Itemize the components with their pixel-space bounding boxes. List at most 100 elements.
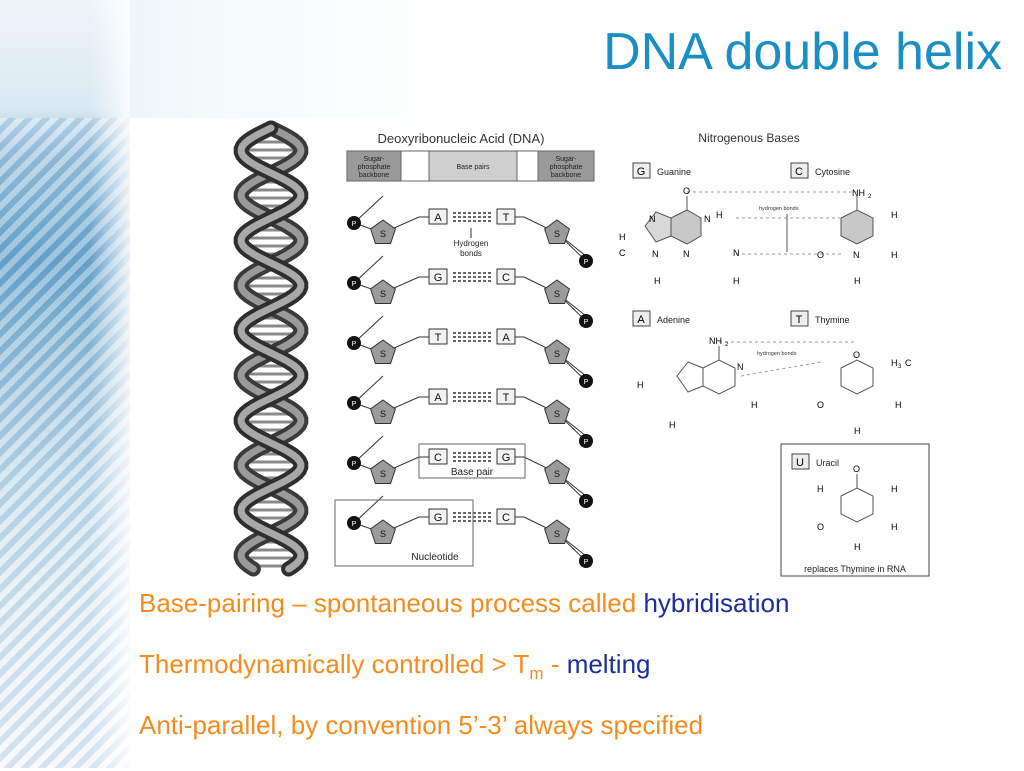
base-pairs-label: Base pairs bbox=[456, 164, 490, 171]
sugar-pentagon bbox=[544, 219, 570, 244]
base-letter: C bbox=[795, 166, 803, 178]
sugar-pentagon bbox=[370, 519, 396, 544]
base-letter: A bbox=[502, 332, 510, 344]
hydrogen-bonds-label-line: Hydrogen bbox=[454, 239, 489, 248]
uracil-note: replaces Thymine in RNA bbox=[804, 564, 906, 574]
atom-label: C bbox=[619, 248, 626, 258]
bullet-antiparallel: Anti-parallel, by convention 5’-3’ alway… bbox=[139, 710, 1019, 740]
base-letter: G bbox=[434, 272, 443, 284]
bullet-list: Base-pairing – spontaneous process calle… bbox=[139, 588, 1019, 771]
atom-label: H bbox=[716, 210, 723, 220]
dna-header: Deoxyribonucleic Acid (DNA) Sugar- phosp… bbox=[346, 131, 595, 182]
base-letter: G bbox=[434, 512, 443, 524]
base-pair-box bbox=[418, 443, 526, 479]
sugar-pentagon bbox=[370, 279, 396, 304]
sugar-label: S bbox=[554, 289, 560, 299]
base-letter: A bbox=[434, 212, 442, 224]
atom-label: 2 bbox=[868, 194, 872, 200]
base-letter: T bbox=[503, 392, 510, 404]
sugar-pentagon bbox=[544, 399, 570, 424]
atom-label: O bbox=[853, 464, 860, 474]
bases-title: Nitrogenous Bases bbox=[698, 131, 799, 145]
atom-label: H bbox=[891, 484, 898, 494]
atom-label: H bbox=[854, 542, 861, 552]
phosphate-circle bbox=[347, 276, 361, 290]
base-name: Cytosine bbox=[815, 167, 850, 177]
phosphate-label: P bbox=[352, 281, 357, 288]
bullet-highlight: hybridisation bbox=[643, 588, 790, 618]
nucleotide-caption: Nucleotide bbox=[411, 552, 459, 563]
sugar-label: S bbox=[380, 469, 386, 479]
phosphate-label: P bbox=[584, 499, 589, 506]
phosphate-label: P bbox=[352, 221, 357, 228]
phosphate-label: P bbox=[352, 401, 357, 408]
sugar-label: S bbox=[554, 349, 560, 359]
base-letter: T bbox=[796, 314, 803, 326]
sugar-pentagon bbox=[544, 339, 570, 364]
backbone-left-label: Sugar- bbox=[363, 156, 385, 163]
atom-label: N bbox=[737, 362, 744, 372]
base-pair-caption: Base pair bbox=[451, 467, 494, 478]
bullet-dash: - bbox=[543, 649, 567, 679]
atom-label: H bbox=[817, 484, 824, 494]
phosphate-label: P bbox=[584, 439, 589, 446]
phosphate-circle bbox=[579, 554, 593, 568]
phosphate-label: P bbox=[352, 341, 357, 348]
nucleotide-box bbox=[334, 499, 474, 567]
phosphate-label: P bbox=[584, 379, 589, 386]
bullet-highlight: melting bbox=[566, 649, 651, 679]
atom-label: H bbox=[854, 426, 861, 436]
phosphate-circle bbox=[579, 374, 593, 388]
atom-label: C bbox=[905, 358, 912, 368]
base-letter: G bbox=[637, 166, 646, 178]
phosphate-label: P bbox=[352, 521, 357, 528]
nitrogenous-bases-panel: Nitrogenous Bases G Guanine C Cytosine A… bbox=[619, 131, 930, 577]
backbone-right-label: phosphate bbox=[550, 164, 583, 171]
sugar-label: S bbox=[554, 529, 560, 539]
hydrogen-bonds-small: hydrogen bonds bbox=[757, 351, 797, 357]
atom-label: N bbox=[683, 249, 690, 259]
phosphate-circle bbox=[347, 216, 361, 230]
atom-label: N bbox=[853, 250, 860, 260]
sugar-label: S bbox=[380, 349, 386, 359]
decorative-sidebar bbox=[0, 0, 130, 768]
atom-label: H bbox=[619, 232, 626, 242]
phosphate-label: P bbox=[584, 559, 589, 566]
backbone-right-label: backbone bbox=[551, 172, 581, 179]
atom-label: O bbox=[853, 350, 860, 360]
decorative-fade bbox=[90, 0, 130, 768]
sugar-label: S bbox=[554, 409, 560, 419]
phosphate-circle bbox=[347, 516, 361, 530]
base-letter: U bbox=[796, 457, 804, 469]
slide-title: DNA double helix bbox=[603, 23, 1002, 81]
sugar-pentagon bbox=[370, 219, 396, 244]
atom-label: NH bbox=[852, 188, 865, 198]
base-letter: C bbox=[502, 512, 510, 524]
bullet-subscript: m bbox=[529, 664, 544, 684]
sugar-label: S bbox=[554, 229, 560, 239]
sugar-pentagon bbox=[370, 399, 396, 424]
phosphate-circle bbox=[579, 314, 593, 328]
base-letter: A bbox=[434, 392, 442, 404]
sugar-pentagon bbox=[370, 339, 396, 364]
base-letter: G bbox=[502, 452, 511, 464]
sugar-label: S bbox=[380, 529, 386, 539]
atom-label: NH bbox=[709, 336, 722, 346]
hydrogen-bonds-small: hydrogen bonds bbox=[759, 206, 799, 212]
atom-label: O bbox=[683, 186, 690, 196]
atom-label: N bbox=[649, 214, 656, 224]
base-letter: T bbox=[503, 212, 510, 224]
atom-label: H bbox=[654, 276, 661, 286]
sugar-pentagon bbox=[544, 279, 570, 304]
sugar-label: S bbox=[554, 469, 560, 479]
base-name: Adenine bbox=[657, 315, 690, 325]
base-letter: A bbox=[637, 314, 645, 326]
backbone-left-label: backbone bbox=[359, 172, 389, 179]
phosphate-circle bbox=[579, 254, 593, 268]
atom-label: H bbox=[733, 276, 740, 286]
atom-label: O bbox=[817, 400, 824, 410]
base-name: Guanine bbox=[657, 167, 691, 177]
atom-label: H bbox=[891, 250, 898, 260]
base-name: Thymine bbox=[815, 315, 850, 325]
sugar-label: S bbox=[380, 229, 386, 239]
